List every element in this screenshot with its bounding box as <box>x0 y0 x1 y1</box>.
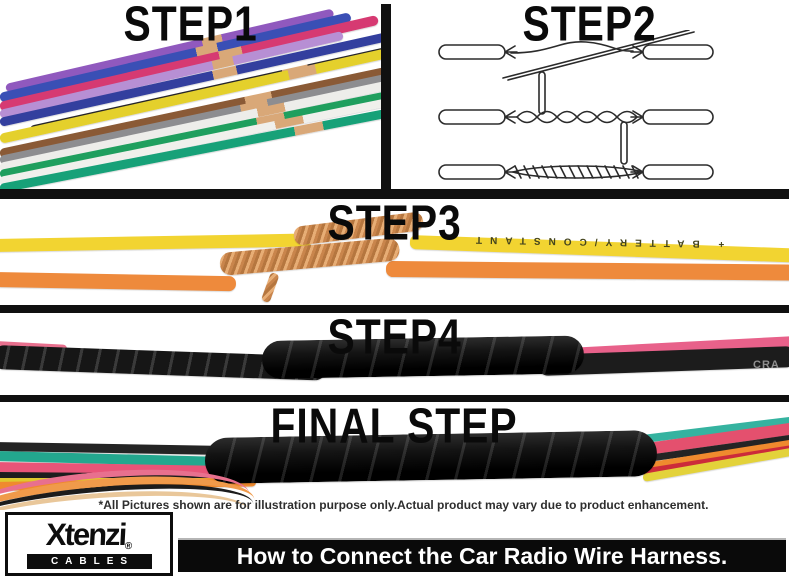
disclaimer-text: *All Pictures shown are for illustration… <box>98 498 709 512</box>
orange-wire-left <box>0 272 237 292</box>
vertical-divider <box>381 4 391 189</box>
wire-twist-diagram <box>438 30 714 180</box>
headline-banner: How to Connect the Car Radio Wire Harnes… <box>178 538 786 572</box>
step4-title: STEP4 <box>327 313 462 365</box>
final-step-title: FINAL STEP <box>270 402 519 454</box>
step3-panel: STEP3 + BATTERY/CONSTANT <box>0 199 789 305</box>
final-step-panel: FINAL STEP <box>0 402 789 510</box>
section-divider-bar <box>0 395 789 402</box>
wire-print-marking: CRA <box>753 359 780 371</box>
registered-mark-icon: ® <box>124 541 133 552</box>
step2-panel: STEP2 <box>391 0 789 189</box>
step2-title: STEP2 <box>522 0 658 52</box>
section-divider-bar <box>0 189 789 199</box>
headline-text: How to Connect the Car Radio Wire Harnes… <box>236 542 728 569</box>
step1-title: STEP1 <box>123 0 258 52</box>
section-divider-bar <box>0 305 789 313</box>
copper-strand <box>260 271 280 304</box>
step1-panel: STEP1 <box>0 0 381 189</box>
brand-logo: Xtenzi® CABLES <box>5 512 173 576</box>
step4-panel: STEP4 CRA <box>0 313 789 395</box>
orange-wire-right <box>385 261 789 281</box>
step3-title: STEP3 <box>327 199 462 251</box>
brand-name: Xtenzi® <box>44 517 133 552</box>
brand-subtitle: CABLES <box>26 554 152 569</box>
